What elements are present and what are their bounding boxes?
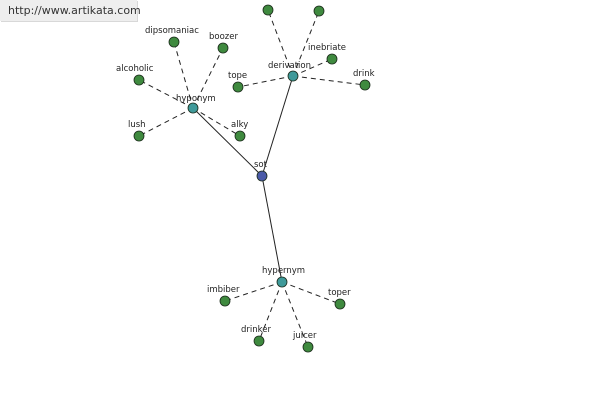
- edge-derivation-topnode2: [292, 10, 320, 77]
- node-circle-dipsomaniac[interactable]: [168, 36, 180, 48]
- node-drink[interactable]: drink: [353, 69, 375, 91]
- node-circle-drink[interactable]: [359, 79, 371, 91]
- node-circle-boozer[interactable]: [217, 42, 229, 54]
- node-circle-topnode2[interactable]: [313, 5, 325, 17]
- node-dipsomaniac[interactable]: dipsomaniac: [145, 26, 199, 48]
- node-label-tope: tope: [228, 71, 247, 81]
- node-lush[interactable]: lush: [128, 120, 146, 142]
- node-circle-hypernym[interactable]: [276, 276, 288, 288]
- edge-derivation-inebriate: [292, 58, 333, 77]
- node-label-imbiber: imbiber: [207, 285, 240, 295]
- node-label-hypernym: hypernym: [262, 266, 305, 276]
- node-label-lush: lush: [128, 120, 146, 130]
- node-drinker[interactable]: drinker: [241, 325, 271, 347]
- edge-sot-hypernym: [261, 175, 283, 283]
- node-circle-topnode1[interactable]: [262, 4, 274, 16]
- edge-derivation-topnode1: [267, 9, 294, 77]
- node-boozer[interactable]: boozer: [209, 32, 238, 54]
- source-banner[interactable]: http://www.artikata.com: [0, 0, 141, 21]
- edges-layer: [138, 9, 366, 348]
- edge-sot-derivation: [261, 75, 294, 177]
- node-circle-juicer[interactable]: [302, 341, 314, 353]
- node-label-juicer: juicer: [292, 331, 317, 341]
- edge-hypernym-juicer: [281, 281, 309, 348]
- node-inebriate[interactable]: inebriate: [308, 43, 346, 65]
- edge-hypernym-drinker: [258, 281, 283, 342]
- node-label-alky: alky: [231, 120, 248, 130]
- node-circle-lush[interactable]: [133, 130, 145, 142]
- edge-hypernym-imbiber: [224, 281, 283, 302]
- node-label-hyponym: hyponym: [176, 94, 216, 104]
- node-tope[interactable]: tope: [228, 71, 247, 93]
- node-circle-imbiber[interactable]: [219, 295, 231, 307]
- node-imbiber[interactable]: imbiber: [207, 285, 240, 307]
- node-circle-alcoholic[interactable]: [133, 74, 145, 86]
- node-sot[interactable]: sot: [254, 160, 268, 182]
- edge-hyponym-boozer: [192, 47, 224, 109]
- node-label-toper: toper: [328, 288, 351, 298]
- edge-hyponym-dipsomaniac: [173, 41, 194, 109]
- node-circle-hyponym[interactable]: [187, 102, 199, 114]
- node-topnode2[interactable]: [313, 5, 325, 17]
- edge-hypernym-toper: [281, 281, 341, 305]
- edge-hyponym-alky: [192, 107, 241, 137]
- node-hyponym[interactable]: hyponym: [176, 94, 216, 114]
- node-hypernym[interactable]: hypernym: [262, 266, 305, 288]
- node-label-inebriate: inebriate: [308, 43, 346, 53]
- node-toper[interactable]: toper: [328, 288, 351, 310]
- node-circle-inebriate[interactable]: [326, 53, 338, 65]
- node-circle-derivation[interactable]: [287, 70, 299, 82]
- node-derivation[interactable]: derivation: [268, 61, 311, 82]
- node-alky[interactable]: alky: [231, 120, 248, 142]
- node-label-sot: sot: [254, 160, 268, 170]
- node-label-drinker: drinker: [241, 325, 271, 335]
- node-circle-alky[interactable]: [234, 130, 246, 142]
- nodes-layer: sot hyponym derivation hypernym dipsomaniac b…: [116, 4, 375, 353]
- edge-sot-hyponym: [192, 107, 263, 177]
- node-circle-sot[interactable]: [256, 170, 268, 182]
- node-label-derivation: derivation: [268, 61, 311, 71]
- node-juicer[interactable]: juicer: [292, 331, 317, 353]
- node-label-boozer: boozer: [209, 32, 238, 42]
- edge-hyponym-alcoholic: [138, 79, 194, 109]
- node-label-alcoholic: alcoholic: [116, 64, 154, 74]
- node-circle-drinker[interactable]: [253, 335, 265, 347]
- node-label-drink: drink: [353, 69, 375, 79]
- source-url-link[interactable]: http://www.artikata.com: [8, 4, 141, 17]
- edge-hyponym-lush: [138, 107, 194, 137]
- node-label-dipsomaniac: dipsomaniac: [145, 26, 199, 36]
- node-alcoholic[interactable]: alcoholic: [116, 64, 154, 86]
- node-circle-tope[interactable]: [232, 81, 244, 93]
- node-topnode1[interactable]: [262, 4, 274, 16]
- edge-derivation-drink: [292, 75, 366, 86]
- edge-derivation-tope: [237, 75, 294, 88]
- node-circle-toper[interactable]: [334, 298, 346, 310]
